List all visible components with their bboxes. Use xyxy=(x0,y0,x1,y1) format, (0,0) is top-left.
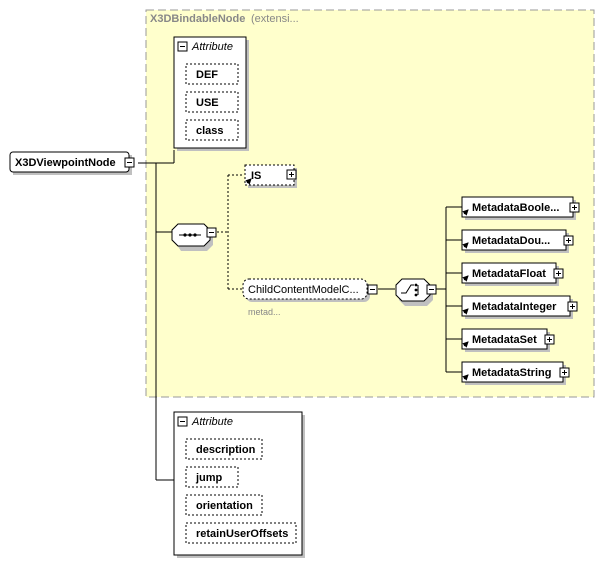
attribute-class[interactable]: class xyxy=(196,125,224,137)
metadata-label: MetadataSet xyxy=(472,334,537,346)
reference-arrow-icon xyxy=(462,209,469,216)
reference-arrow-icon xyxy=(462,242,469,249)
plus-box-icon[interactable] xyxy=(286,169,297,180)
plus-box-icon[interactable] xyxy=(553,268,564,279)
extension-suffix-label: (extensi... xyxy=(251,13,299,25)
choice-compositor[interactable] xyxy=(395,278,437,306)
plus-box-icon[interactable] xyxy=(563,235,574,246)
metadata-label: MetadataDou... xyxy=(472,235,550,247)
attribute-retainuseroffsets[interactable]: retainUserOffsets xyxy=(196,528,288,540)
attribute-def[interactable]: DEF xyxy=(196,69,218,81)
metadata-label: MetadataString xyxy=(472,367,551,379)
attribute-jump[interactable]: jump xyxy=(195,472,223,484)
reference-arrow-icon xyxy=(245,178,252,185)
minus-box-icon[interactable] xyxy=(206,227,217,238)
attribute-description[interactable]: description xyxy=(196,444,256,456)
attribute-group-title: Attribute xyxy=(191,41,233,53)
reference-arrow-icon xyxy=(462,341,469,348)
root-label: X3DViewpointNode xyxy=(15,157,116,169)
child-content-caption: metad... xyxy=(248,307,281,317)
metadata-label: MetadataInteger xyxy=(472,301,557,313)
attribute-orientation[interactable]: orientation xyxy=(196,500,253,512)
metadata-label: MetadataBoole... xyxy=(472,202,559,214)
metadata-element-string[interactable]: MetadataString xyxy=(461,361,570,385)
metadata-element-double[interactable]: MetadataDou... xyxy=(461,229,574,253)
reference-arrow-icon xyxy=(462,275,469,282)
minus-box-icon[interactable] xyxy=(177,416,188,427)
minus-box-icon[interactable] xyxy=(177,41,188,52)
metadata-element-set[interactable]: MetadataSet xyxy=(461,328,555,352)
metadata-element-float[interactable]: MetadataFloat xyxy=(461,262,564,286)
minus-box-icon[interactable] xyxy=(367,284,378,295)
plus-box-icon[interactable] xyxy=(569,202,580,213)
minus-box-icon[interactable] xyxy=(124,157,135,168)
attribute-group-title: Attribute xyxy=(191,416,233,428)
minus-box-icon[interactable] xyxy=(426,284,437,295)
sequence-compositor[interactable] xyxy=(171,223,217,251)
sequence-compositor-icon xyxy=(179,233,201,237)
choice-compositor-icon xyxy=(401,283,419,297)
child-content-group[interactable]: ChildContentModelC... metad... xyxy=(242,278,378,317)
attribute-group-top: Attribute DEF USE class xyxy=(173,36,249,151)
reference-arrow-icon xyxy=(462,374,469,381)
metadata-element-integer[interactable]: MetadataInteger xyxy=(461,295,578,319)
metadata-element-boolean[interactable]: MetadataBoole... xyxy=(461,196,580,220)
plus-box-icon[interactable] xyxy=(559,367,570,378)
plus-box-icon[interactable] xyxy=(544,334,555,345)
is-label: IS xyxy=(251,170,261,182)
reference-arrow-icon xyxy=(462,308,469,315)
connector-lines xyxy=(138,150,462,481)
is-element[interactable]: IS xyxy=(244,164,297,188)
child-content-label: ChildContentModelC... xyxy=(248,284,359,296)
plus-box-icon[interactable] xyxy=(567,301,578,312)
attribute-use[interactable]: USE xyxy=(196,97,219,109)
attribute-group-bottom: Attribute description jump orientation r… xyxy=(173,411,305,558)
root-element[interactable]: X3DViewpointNode xyxy=(9,151,135,175)
extension-base-label: X3DBindableNode xyxy=(150,13,245,25)
metadata-label: MetadataFloat xyxy=(472,268,546,280)
